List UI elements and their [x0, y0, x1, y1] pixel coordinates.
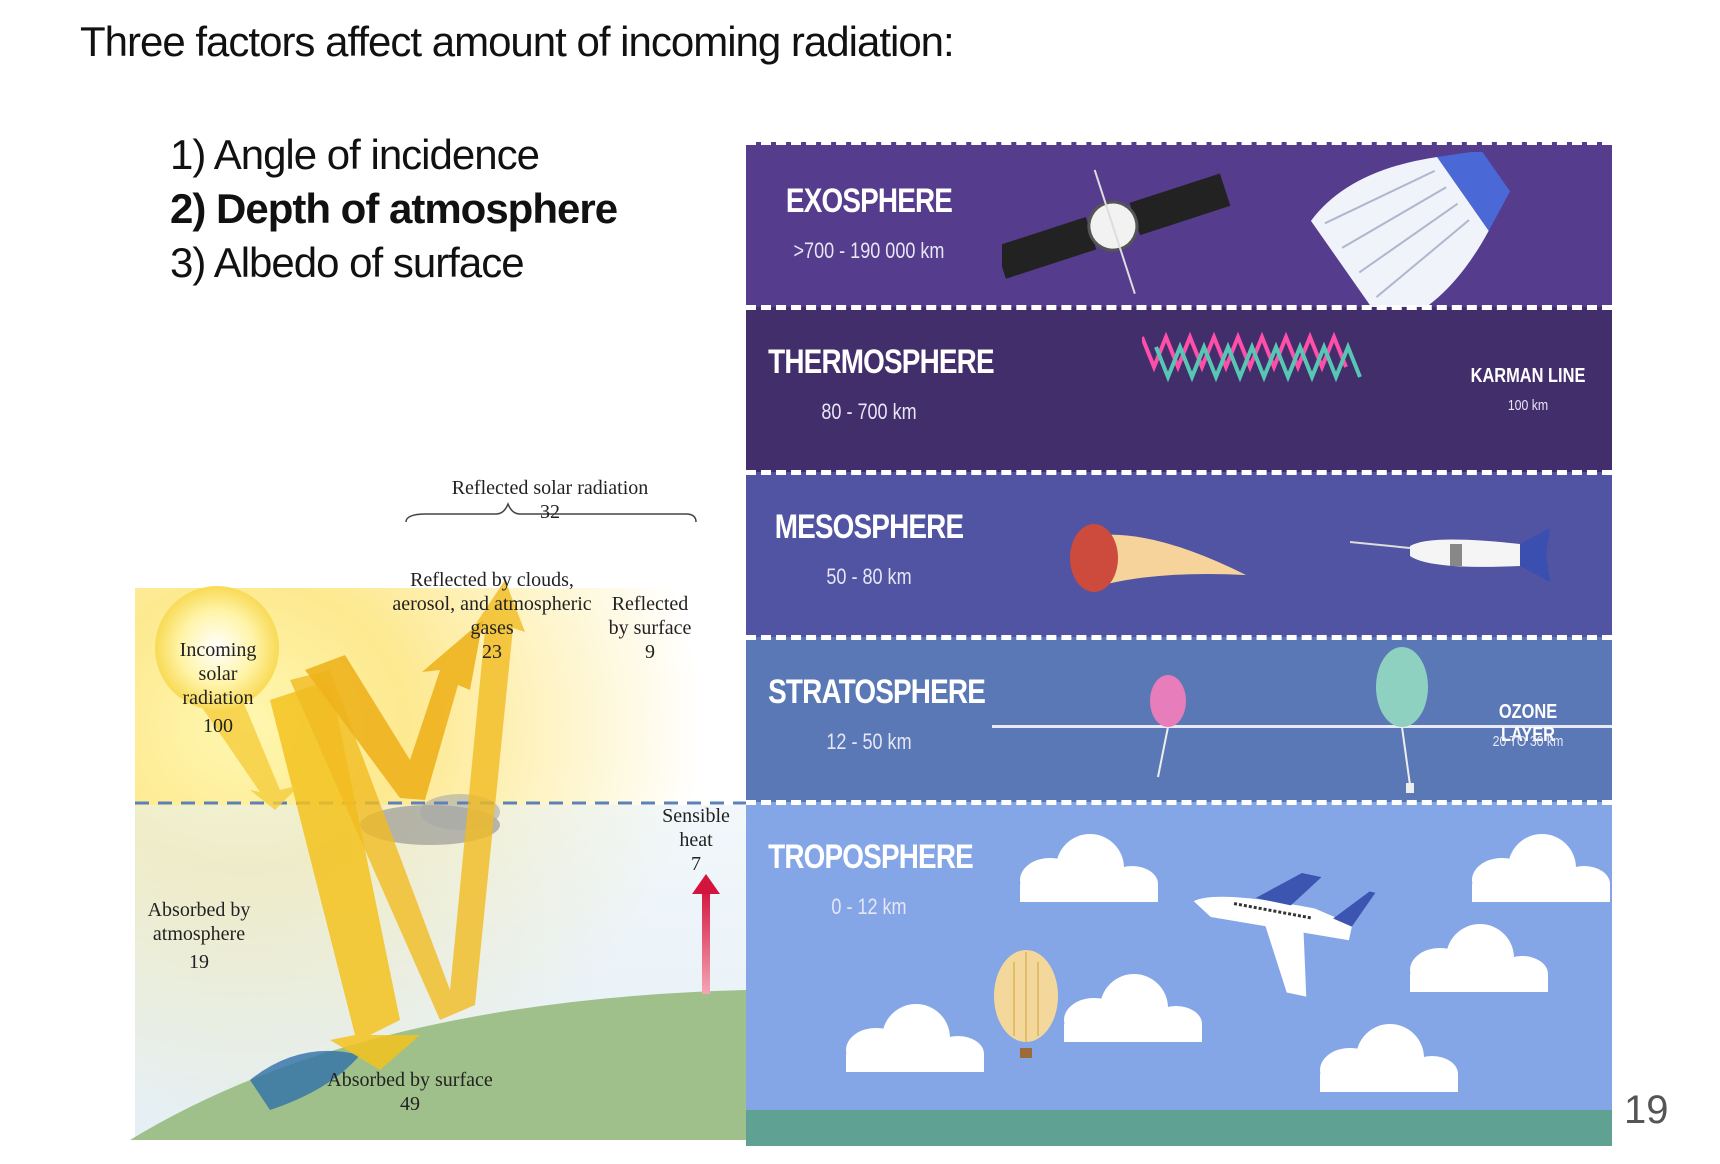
layer-thermosphere: THERMOSPHERE 80 - 700 km KARMAN LINE 100…	[746, 307, 1612, 550]
sensible-heat-arrow	[702, 888, 710, 994]
weather-balloon-icon	[1376, 647, 1428, 793]
reflected-total-value: 32	[540, 501, 560, 523]
sensible-heat-label: Sensible heat	[662, 805, 730, 851]
layer-range: 0 - 12 km	[831, 894, 907, 919]
karman-line-label: KARMAN LINE	[1470, 365, 1586, 387]
layer-boundary-top	[746, 140, 1612, 145]
page-number: 19	[1624, 1088, 1669, 1132]
factor-angle: 1) Angle of incidence	[170, 131, 540, 178]
slide-title: Three factors affect amount of incoming …	[80, 18, 955, 65]
layer-range: >700 - 190 000 km	[793, 238, 945, 263]
rocket-icon	[1350, 528, 1550, 582]
ozone-layer-label: OZONE LAYER	[1498, 701, 1558, 746]
meteor-icon	[1070, 524, 1246, 592]
absorbed-atmosphere-label: Absorbed by atmosphere	[147, 899, 251, 945]
airplane-icon	[1193, 873, 1376, 997]
reflected-surface-value: 9	[645, 641, 655, 663]
factor-list: 1) Angle of incidence 2) Depth of atmosp…	[170, 128, 618, 290]
cloud-icons	[846, 834, 1610, 1092]
factor-albedo: 3) Albedo of surface	[170, 239, 525, 286]
absorbed-surface-value: 49	[400, 1093, 420, 1115]
space-shuttle-icon	[1310, 152, 1511, 328]
layer-name: TROPOSPHERE	[768, 838, 974, 876]
balloon-icon	[1150, 675, 1186, 778]
karman-line-altitude: 100 km	[1507, 397, 1549, 414]
reflected-by-surface-arrow	[290, 580, 525, 1020]
sensible-heat-value: 7	[691, 853, 701, 875]
layer-name: STRATOSPHERE	[768, 673, 986, 711]
layer-name: MESOSPHERE	[774, 508, 964, 546]
layer-name: EXOSPHERE	[785, 182, 953, 220]
layer-name: THERMOSPHERE	[768, 343, 994, 381]
sun-icon	[155, 586, 279, 710]
layer-exosphere: EXOSPHERE >700 - 190 000 km	[746, 142, 1612, 328]
factor-depth: 2) Depth of atmosphere	[170, 185, 618, 232]
layer-range: 50 - 80 km	[826, 564, 912, 589]
layer-boundary	[746, 470, 1612, 475]
ground-strip	[746, 1110, 1612, 1146]
layer-range: 12 - 50 km	[826, 729, 912, 754]
incoming-label: Incoming solar radiation	[179, 639, 257, 709]
water-patch	[250, 1050, 360, 1110]
energy-diagram-graphic	[130, 501, 746, 1140]
reflected-clouds-label: Reflected by clouds, aerosol, and atmosp…	[392, 569, 592, 639]
reflected-total-label: Reflected solar radiation	[451, 477, 649, 499]
satellite-icon	[1002, 169, 1231, 294]
layer-mesosphere: MESOSPHERE 50 - 80 km	[746, 472, 1612, 637]
hot-air-balloon-icon	[994, 950, 1058, 1058]
incoming-value: 100	[203, 715, 233, 737]
layer-boundary	[746, 635, 1612, 640]
absorbed-surface-label: Absorbed by surface	[327, 1069, 493, 1091]
absorbed-by-surface-arrow	[270, 680, 420, 1070]
ozone-line	[992, 725, 1612, 728]
reflected-clouds-value: 23	[482, 641, 502, 663]
reflected-surface-label: Reflected by surface	[608, 593, 692, 639]
sensible-heat-arrowhead	[692, 874, 720, 894]
layer-stratosphere: STRATOSPHERE 12 - 50 km OZONE LAYER 20 T…	[746, 637, 1612, 802]
layer-boundary	[746, 305, 1612, 310]
reflected-by-clouds-arrow	[305, 620, 483, 800]
reflected-brace	[405, 501, 697, 523]
troposphere-scene	[746, 834, 1612, 1146]
aurora-wave-icon	[1142, 331, 1362, 383]
energy-budget-diagram: Reflected solar radiation 32 Reflected b…	[130, 477, 746, 1140]
layer-troposphere: TROPOSPHERE 0 - 12 km	[746, 802, 1612, 1146]
layer-range: 80 - 700 km	[821, 399, 917, 424]
layer-boundary	[746, 800, 1612, 805]
absorbed-atmosphere-value: 19	[189, 951, 209, 973]
ozone-layer-altitude: 20 TO 30 km	[1492, 733, 1564, 750]
atmosphere-layers-panel: EXOSPHERE >700 - 190 000 km THERMOSPHERE…	[746, 140, 1612, 1146]
